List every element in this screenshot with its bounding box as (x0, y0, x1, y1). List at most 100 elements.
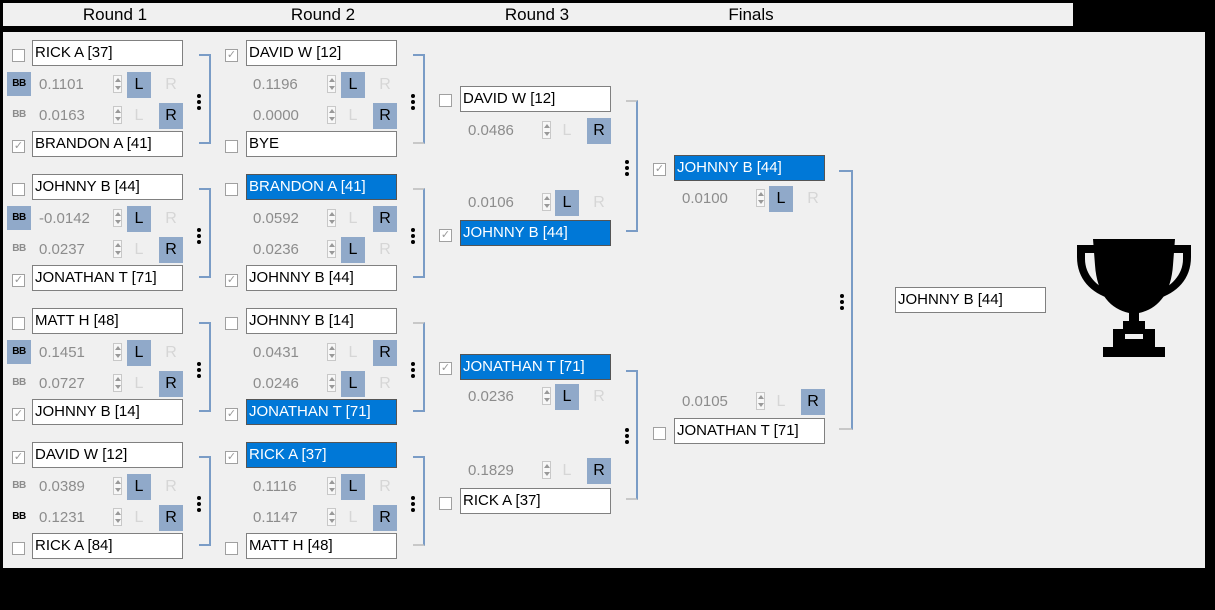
right-button[interactable]: R (593, 194, 605, 211)
score-spinner[interactable]: 0.0592 (253, 206, 339, 232)
score-spinner[interactable]: 0.1101 (39, 72, 125, 98)
player-name-field[interactable]: RICK A [37] (32, 40, 183, 66)
spinner-arrows-icon[interactable] (542, 193, 551, 211)
spinner-arrows-icon[interactable] (756, 189, 765, 207)
match-checkbox[interactable]: ✓ (225, 274, 238, 287)
more-options-icon[interactable] (196, 228, 202, 244)
more-options-icon[interactable] (839, 294, 845, 310)
left-button[interactable]: L (134, 375, 144, 392)
left-button[interactable]: L (134, 107, 144, 124)
spinner-arrows-icon[interactable] (327, 508, 336, 526)
player-name-field[interactable]: JOHNNY B [44] (674, 155, 825, 181)
right-button[interactable]: R (807, 190, 819, 207)
player-name-field[interactable]: RICK A [37] (460, 488, 611, 514)
more-options-icon[interactable] (624, 160, 630, 176)
champion-field[interactable]: JOHNNY B [44] (895, 287, 1046, 313)
match-checkbox[interactable] (12, 183, 25, 196)
left-button[interactable]: L (341, 72, 365, 98)
right-button[interactable]: R (165, 210, 177, 227)
right-button[interactable]: R (379, 375, 391, 392)
score-spinner[interactable]: 0.0100 (682, 186, 768, 212)
right-button[interactable]: R (165, 76, 177, 93)
bb-toggle[interactable]: BB (7, 206, 31, 230)
spinner-arrows-icon[interactable] (756, 392, 765, 410)
bb-toggle[interactable]: BB (12, 243, 26, 254)
left-button[interactable]: L (127, 206, 151, 232)
player-name-field[interactable]: BRANDON A [41] (32, 131, 183, 157)
match-checkbox[interactable]: ✓ (439, 362, 452, 375)
score-spinner[interactable]: 0.0105 (682, 389, 768, 415)
spinner-arrows-icon[interactable] (113, 209, 122, 227)
match-checkbox[interactable] (225, 542, 238, 555)
spinner-arrows-icon[interactable] (327, 209, 336, 227)
match-checkbox[interactable]: ✓ (12, 408, 25, 421)
player-name-field[interactable]: JONATHAN T [71] (32, 265, 183, 291)
match-checkbox[interactable] (12, 542, 25, 555)
right-button[interactable]: R (379, 478, 391, 495)
match-checkbox[interactable]: ✓ (225, 408, 238, 421)
right-button[interactable]: R (373, 206, 397, 232)
score-spinner[interactable]: 0.1196 (253, 72, 339, 98)
score-spinner[interactable]: 0.0727 (39, 371, 125, 397)
more-options-icon[interactable] (624, 428, 630, 444)
left-button[interactable]: L (348, 107, 358, 124)
match-checkbox[interactable] (439, 94, 452, 107)
score-spinner[interactable]: 0.0236 (468, 384, 554, 410)
score-spinner[interactable]: 0.1231 (39, 505, 125, 531)
bb-toggle[interactable]: BB (12, 480, 26, 491)
left-button[interactable]: L (348, 509, 358, 526)
right-button[interactable]: R (373, 103, 397, 129)
more-options-icon[interactable] (410, 228, 416, 244)
spinner-arrows-icon[interactable] (113, 508, 122, 526)
match-checkbox[interactable]: ✓ (225, 49, 238, 62)
match-checkbox[interactable]: ✓ (12, 274, 25, 287)
right-button[interactable]: R (379, 241, 391, 258)
spinner-arrows-icon[interactable] (542, 387, 551, 405)
left-button[interactable]: L (134, 509, 144, 526)
right-button[interactable]: R (587, 458, 611, 484)
spinner-arrows-icon[interactable] (113, 343, 122, 361)
player-name-field[interactable]: RICK A [84] (32, 533, 183, 559)
left-button[interactable]: L (555, 190, 579, 216)
right-button[interactable]: R (165, 344, 177, 361)
bb-toggle[interactable]: BB (12, 377, 26, 388)
more-options-icon[interactable] (196, 94, 202, 110)
bb-toggle[interactable]: BB (7, 340, 31, 364)
match-checkbox[interactable] (653, 427, 666, 440)
score-spinner[interactable]: 0.0000 (253, 103, 339, 129)
match-checkbox[interactable]: ✓ (439, 229, 452, 242)
match-checkbox[interactable] (225, 317, 238, 330)
right-button[interactable]: R (801, 389, 825, 415)
left-button[interactable]: L (341, 474, 365, 500)
spinner-arrows-icon[interactable] (327, 343, 336, 361)
player-name-field[interactable]: DAVID W [12] (460, 86, 611, 112)
left-button[interactable]: L (127, 72, 151, 98)
right-button[interactable]: R (159, 371, 183, 397)
left-button[interactable]: L (555, 384, 579, 410)
spinner-arrows-icon[interactable] (113, 240, 122, 258)
score-spinner[interactable]: 0.1147 (253, 505, 339, 531)
spinner-arrows-icon[interactable] (542, 461, 551, 479)
more-options-icon[interactable] (410, 496, 416, 512)
player-name-field[interactable]: RICK A [37] (246, 442, 397, 468)
spinner-arrows-icon[interactable] (542, 121, 551, 139)
score-spinner[interactable]: -0.0142 (39, 206, 125, 232)
match-checkbox[interactable]: ✓ (653, 163, 666, 176)
spinner-arrows-icon[interactable] (113, 106, 122, 124)
match-checkbox[interactable] (225, 140, 238, 153)
score-spinner[interactable]: 0.0106 (468, 190, 554, 216)
score-spinner[interactable]: 0.1451 (39, 340, 125, 366)
spinner-arrows-icon[interactable] (327, 374, 336, 392)
match-checkbox[interactable]: ✓ (12, 140, 25, 153)
match-checkbox[interactable]: ✓ (225, 451, 238, 464)
match-checkbox[interactable] (439, 497, 452, 510)
left-button[interactable]: L (127, 340, 151, 366)
score-spinner[interactable]: 0.1116 (253, 474, 339, 500)
bb-toggle[interactable]: BB (7, 72, 31, 96)
more-options-icon[interactable] (196, 496, 202, 512)
player-name-field[interactable]: MATT H [48] (32, 308, 183, 334)
match-checkbox[interactable]: ✓ (12, 451, 25, 464)
score-spinner[interactable]: 0.0236 (253, 237, 339, 263)
right-button[interactable]: R (159, 505, 183, 531)
player-name-field[interactable]: DAVID W [12] (246, 40, 397, 66)
